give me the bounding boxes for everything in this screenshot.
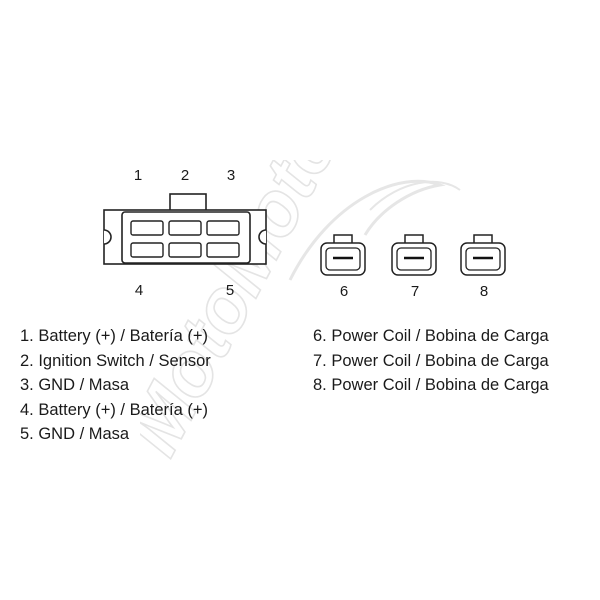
left-mount-notch (103, 229, 112, 245)
legend-item-4: 4. Battery (+) / Batería (+) (20, 400, 208, 419)
pin-label-3: 3 (226, 167, 236, 184)
pin-slot-5 (206, 242, 240, 258)
pin-slot-1 (130, 220, 164, 236)
connector-7-label: 7 (410, 283, 420, 300)
pin-slot-empty (168, 242, 202, 258)
pin-slot-4 (130, 242, 164, 258)
pin-label-2: 2 (180, 167, 190, 184)
connector-7 (391, 234, 437, 276)
pin-legend-left: 1. Battery (+) / Batería (+) 2. Ignition… (20, 324, 211, 447)
pin-slot-3 (206, 220, 240, 236)
connector-8-label: 8 (479, 283, 489, 300)
pin-slot-2 (168, 220, 202, 236)
legend-item-8: 8. Power Coil / Bobina de Carga (313, 376, 549, 394)
pin-label-5: 5 (225, 282, 235, 299)
right-mount-notch (258, 229, 267, 245)
pin-label-1: 1 (133, 167, 143, 184)
main-connector (103, 193, 267, 265)
connector-key-tab (169, 193, 207, 212)
legend-item-1: 1. Battery (+) / Batería (+) (20, 327, 208, 345)
legend-item-5: 5. GND / Masa (20, 425, 130, 443)
pin-legend-right: 6. Power Coil / Bobina de Carga 7. Power… (313, 324, 549, 398)
connector-8 (460, 234, 506, 276)
connector-6-label: 6 (339, 283, 349, 300)
pin-label-4: 4 (134, 282, 144, 299)
legend-item-7: 7. Power Coil / Bobina de Carga (313, 351, 549, 370)
legend-item-3: 3. GND / Masa (20, 376, 130, 394)
watermark-swoosh-2 (369, 180, 461, 211)
legend-item-2: 2. Ignition Switch / Sensor (20, 351, 211, 370)
connector-6 (320, 234, 366, 276)
legend-item-6: 6. Power Coil / Bobina de Carga (313, 327, 549, 345)
